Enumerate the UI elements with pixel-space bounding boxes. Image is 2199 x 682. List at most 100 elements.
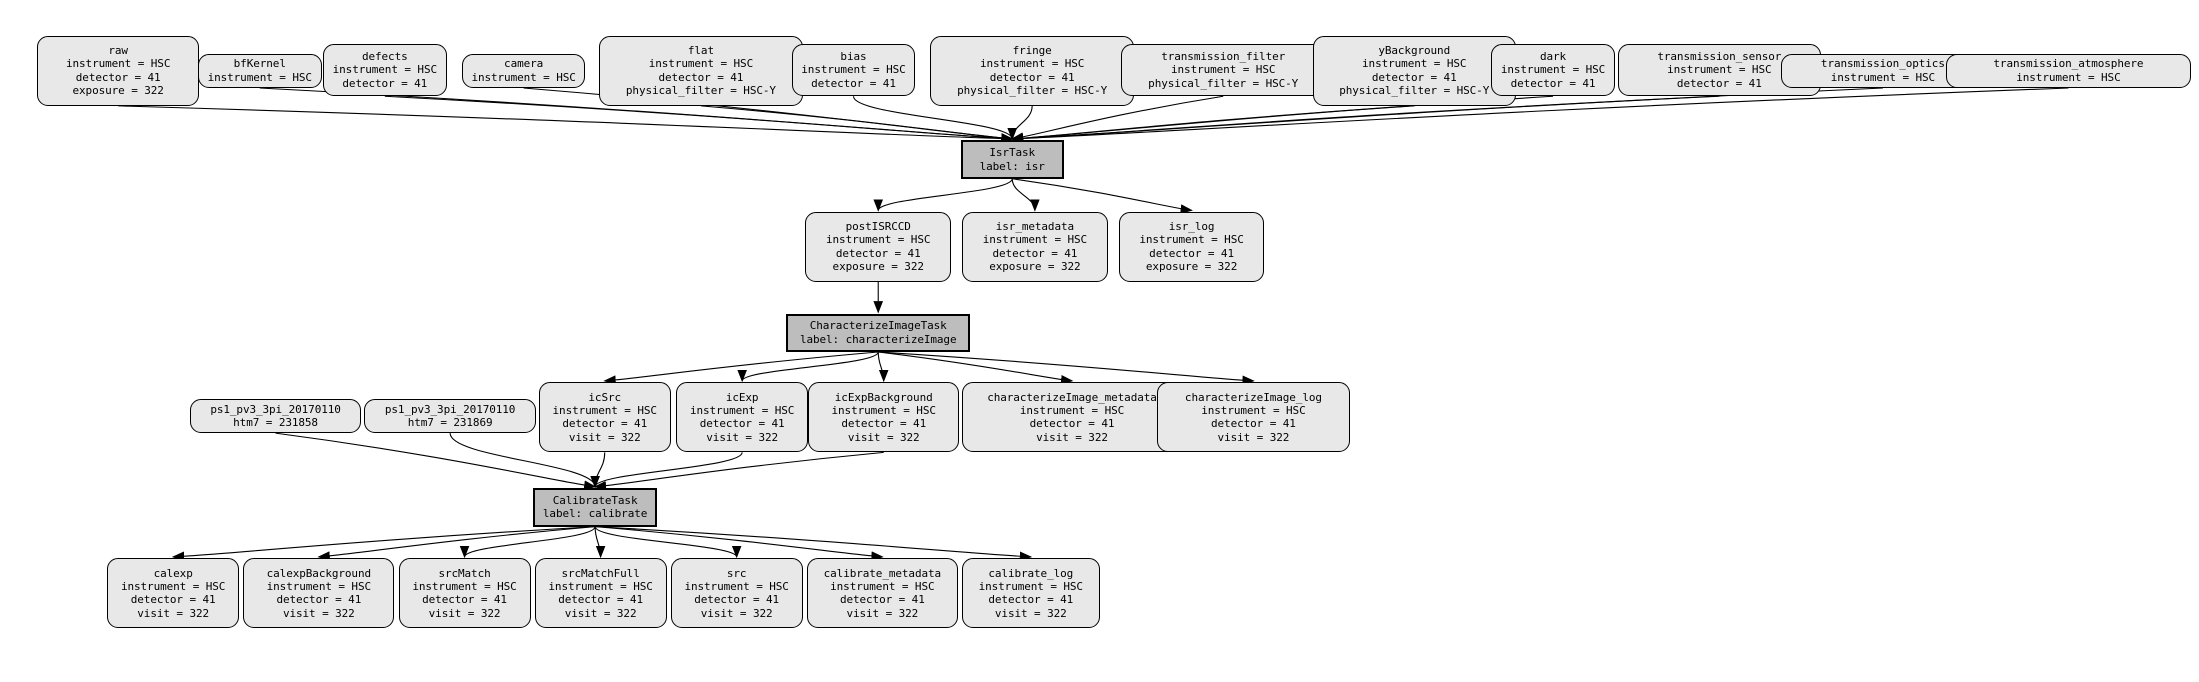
node-detail-line: instrument = HSC	[978, 579, 1083, 593]
node-detail-line: detector = 41	[811, 76, 896, 90]
node-detail-line: visit = 322	[1036, 430, 1108, 444]
node-title: transmission_atmosphere	[1993, 57, 2144, 71]
edge-CalibrateTask-to-calexpBackground	[317, 527, 595, 561]
node-detail-line: instrument = HSC	[1201, 403, 1306, 417]
node-detail-line: instrument = HSC	[830, 579, 935, 593]
node-detail-line: instrument = HSC	[1139, 233, 1244, 247]
node-detail-line: label: characterizeImage	[799, 332, 957, 346]
node-detail-line: detector = 41	[835, 246, 921, 260]
node-title: camera	[504, 57, 544, 71]
node-title: calexp	[153, 566, 193, 580]
edge-CharacterizeImageTask-to-icExpBackground	[878, 352, 889, 383]
node-detail-line: instrument = HSC	[120, 579, 226, 593]
node-detail-line: instrument = HSC	[982, 233, 1088, 247]
edge-IsrTask-to-isr_metadata	[1012, 179, 1040, 212]
edge-CharacterizeImageTask-to-icSrc	[603, 352, 879, 385]
node-title: characterizeImage_metadata	[987, 390, 1157, 404]
node-detail-line: physical_filter = HSC-Y	[1339, 84, 1490, 98]
node-title: calibrate_log	[988, 566, 1074, 580]
node-detail-line: detector = 41	[694, 593, 780, 607]
node-title: bfKernel	[233, 57, 286, 71]
node-detail-line: detector = 41	[992, 246, 1078, 260]
edge-ps1_b-to-CalibrateTask	[450, 433, 600, 489]
node-detail-line: instrument = HSC	[1019, 403, 1125, 417]
node-title: defects	[361, 50, 408, 64]
node-detail-line: htm7 = 231858	[233, 415, 318, 429]
edge-CharacterizeImageTask-to-characterizeImage_log	[878, 352, 1255, 386]
node-detail-line: detector = 41	[1211, 417, 1296, 431]
node-detail-line: instrument = HSC	[65, 57, 171, 71]
edge-CalibrateTask-to-srcMatch	[459, 527, 596, 559]
node-detail-line: detector = 41	[422, 593, 507, 607]
node-detail-line: visit = 322	[706, 430, 779, 444]
node-detail-line: detector = 41	[1149, 246, 1234, 260]
node-detail-line: visit = 322	[282, 606, 355, 620]
node-detail-line: visit = 322	[847, 430, 920, 444]
node-title: srcMatchFull	[561, 566, 640, 580]
edge-IsrTask-to-postISRCCD	[873, 179, 1012, 212]
node-detail-line: detector = 41	[1029, 417, 1115, 431]
edge-CalibrateTask-to-src	[595, 527, 742, 559]
edge-ps1_a-to-CalibrateTask	[276, 433, 597, 491]
node-detail-line: exposure = 322	[832, 260, 924, 274]
node-detail-line: instrument = HSC	[1830, 70, 1936, 84]
node-detail-line: detector = 41	[1371, 70, 1457, 84]
node-detail-line: detector = 41	[1676, 76, 1762, 90]
edge-transmission_optics-to-IsrTask	[1010, 88, 1883, 144]
edge-transmission_atmosphere-to-IsrTask	[1010, 88, 2068, 144]
node-detail-line: physical_filter = HSC-Y	[957, 84, 1108, 98]
node-detail-line: visit = 322	[1217, 430, 1290, 444]
node-title: characterizeImage_log	[1184, 390, 1322, 404]
node-detail-line: label: isr	[979, 159, 1045, 173]
node-detail-line: instrument = HSC	[689, 403, 795, 417]
node-title: CalibrateTask	[552, 493, 638, 507]
node-title: ps1_pv3_3pi_20170110	[384, 402, 516, 416]
node-title: calexpBackground	[266, 566, 372, 580]
node-title: icExpBackground	[834, 390, 933, 404]
node-detail-line: instrument = HSC	[1500, 63, 1606, 77]
edge-defects-to-IsrTask	[385, 96, 1014, 144]
node-detail-line: detector = 41	[558, 593, 643, 607]
node-detail-line: instrument = HSC	[684, 579, 789, 593]
edge-raw-to-IsrTask	[118, 106, 1014, 144]
node-title: calibrate_metadata	[823, 566, 942, 580]
node-detail-line: detector = 41	[562, 417, 648, 431]
node-detail-line: detector = 41	[988, 593, 1074, 607]
node-detail-line: instrument = HSC	[979, 57, 1085, 71]
node-detail-line: instrument = HSC	[471, 70, 576, 84]
